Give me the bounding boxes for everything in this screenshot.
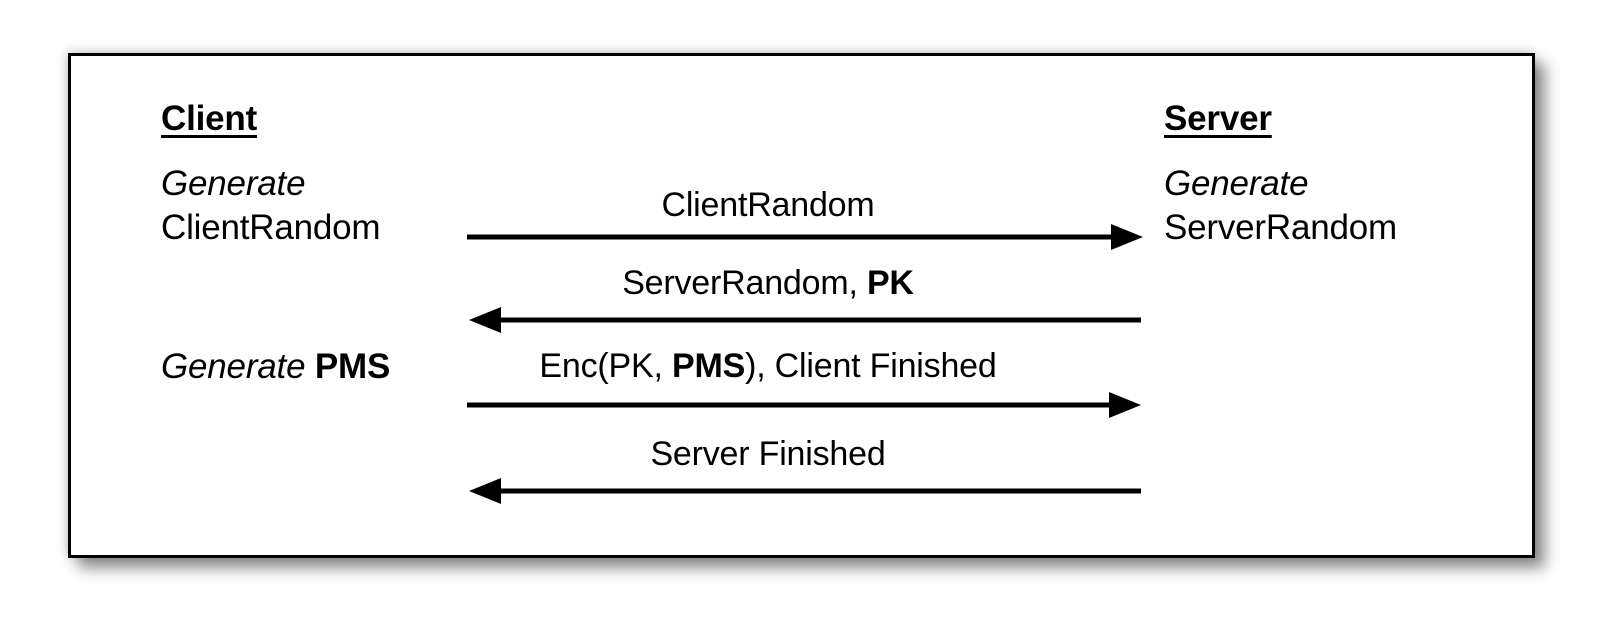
message-label-3-post: ), Client Finished [745,347,997,385]
message-arrow-4 [469,478,1141,504]
message-arrow-3 [467,392,1141,418]
message-label-4: Server Finished [650,435,886,473]
client-note-generate-pms: Generate PMS [161,349,390,384]
message-label-3: Enc(PK, PMS), Client Finished [539,349,996,383]
client-note-generate: Generate [161,164,306,203]
client-note-clientrandom: ClientRandom [161,208,381,247]
diagram-frame: Client Generate ClientRandom Generate PM… [68,53,1535,558]
message-label-2: ServerRandom, PK [622,266,914,300]
diagram-inner: Client Generate ClientRandom Generate PM… [71,56,1532,555]
client-note-generate-word: Generate [161,347,306,386]
server-note-generate: Generate [1164,164,1309,203]
message-label-1: ClientRandom [661,186,875,224]
message-label-3-bold: PMS [671,347,746,385]
participant-header-server: Server [1164,99,1272,138]
message-label-2-plain: ServerRandom, [622,264,867,302]
client-note-pms-word: PMS [314,347,391,386]
message-label-2-bold: PK [866,264,914,302]
message-arrow-2 [469,307,1141,333]
message-label-3-pre: Enc(PK, [539,347,672,385]
server-note-serverrandom: ServerRandom [1164,208,1397,247]
message-arrow-1 [467,224,1143,250]
participant-header-client: Client [161,99,258,138]
